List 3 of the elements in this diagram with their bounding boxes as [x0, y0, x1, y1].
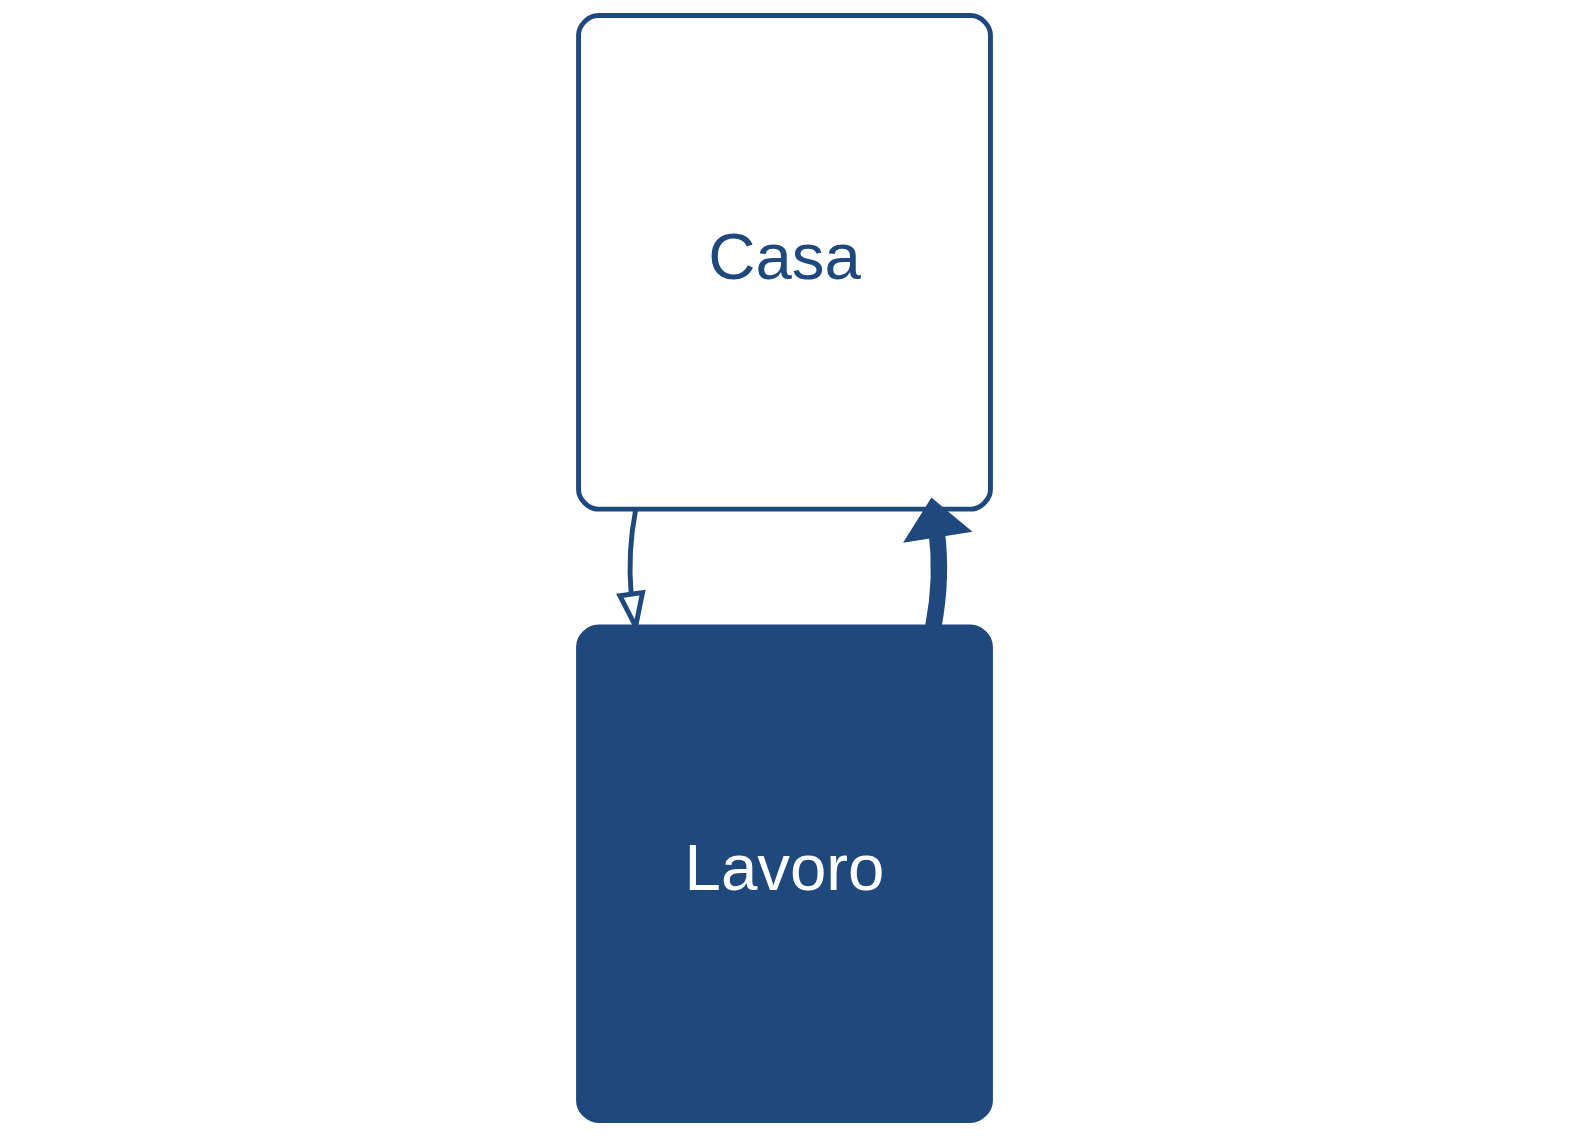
arrow: [903, 497, 973, 628]
node-box: Lavoro: [576, 624, 993, 1123]
node-box: Casa: [576, 13, 993, 512]
